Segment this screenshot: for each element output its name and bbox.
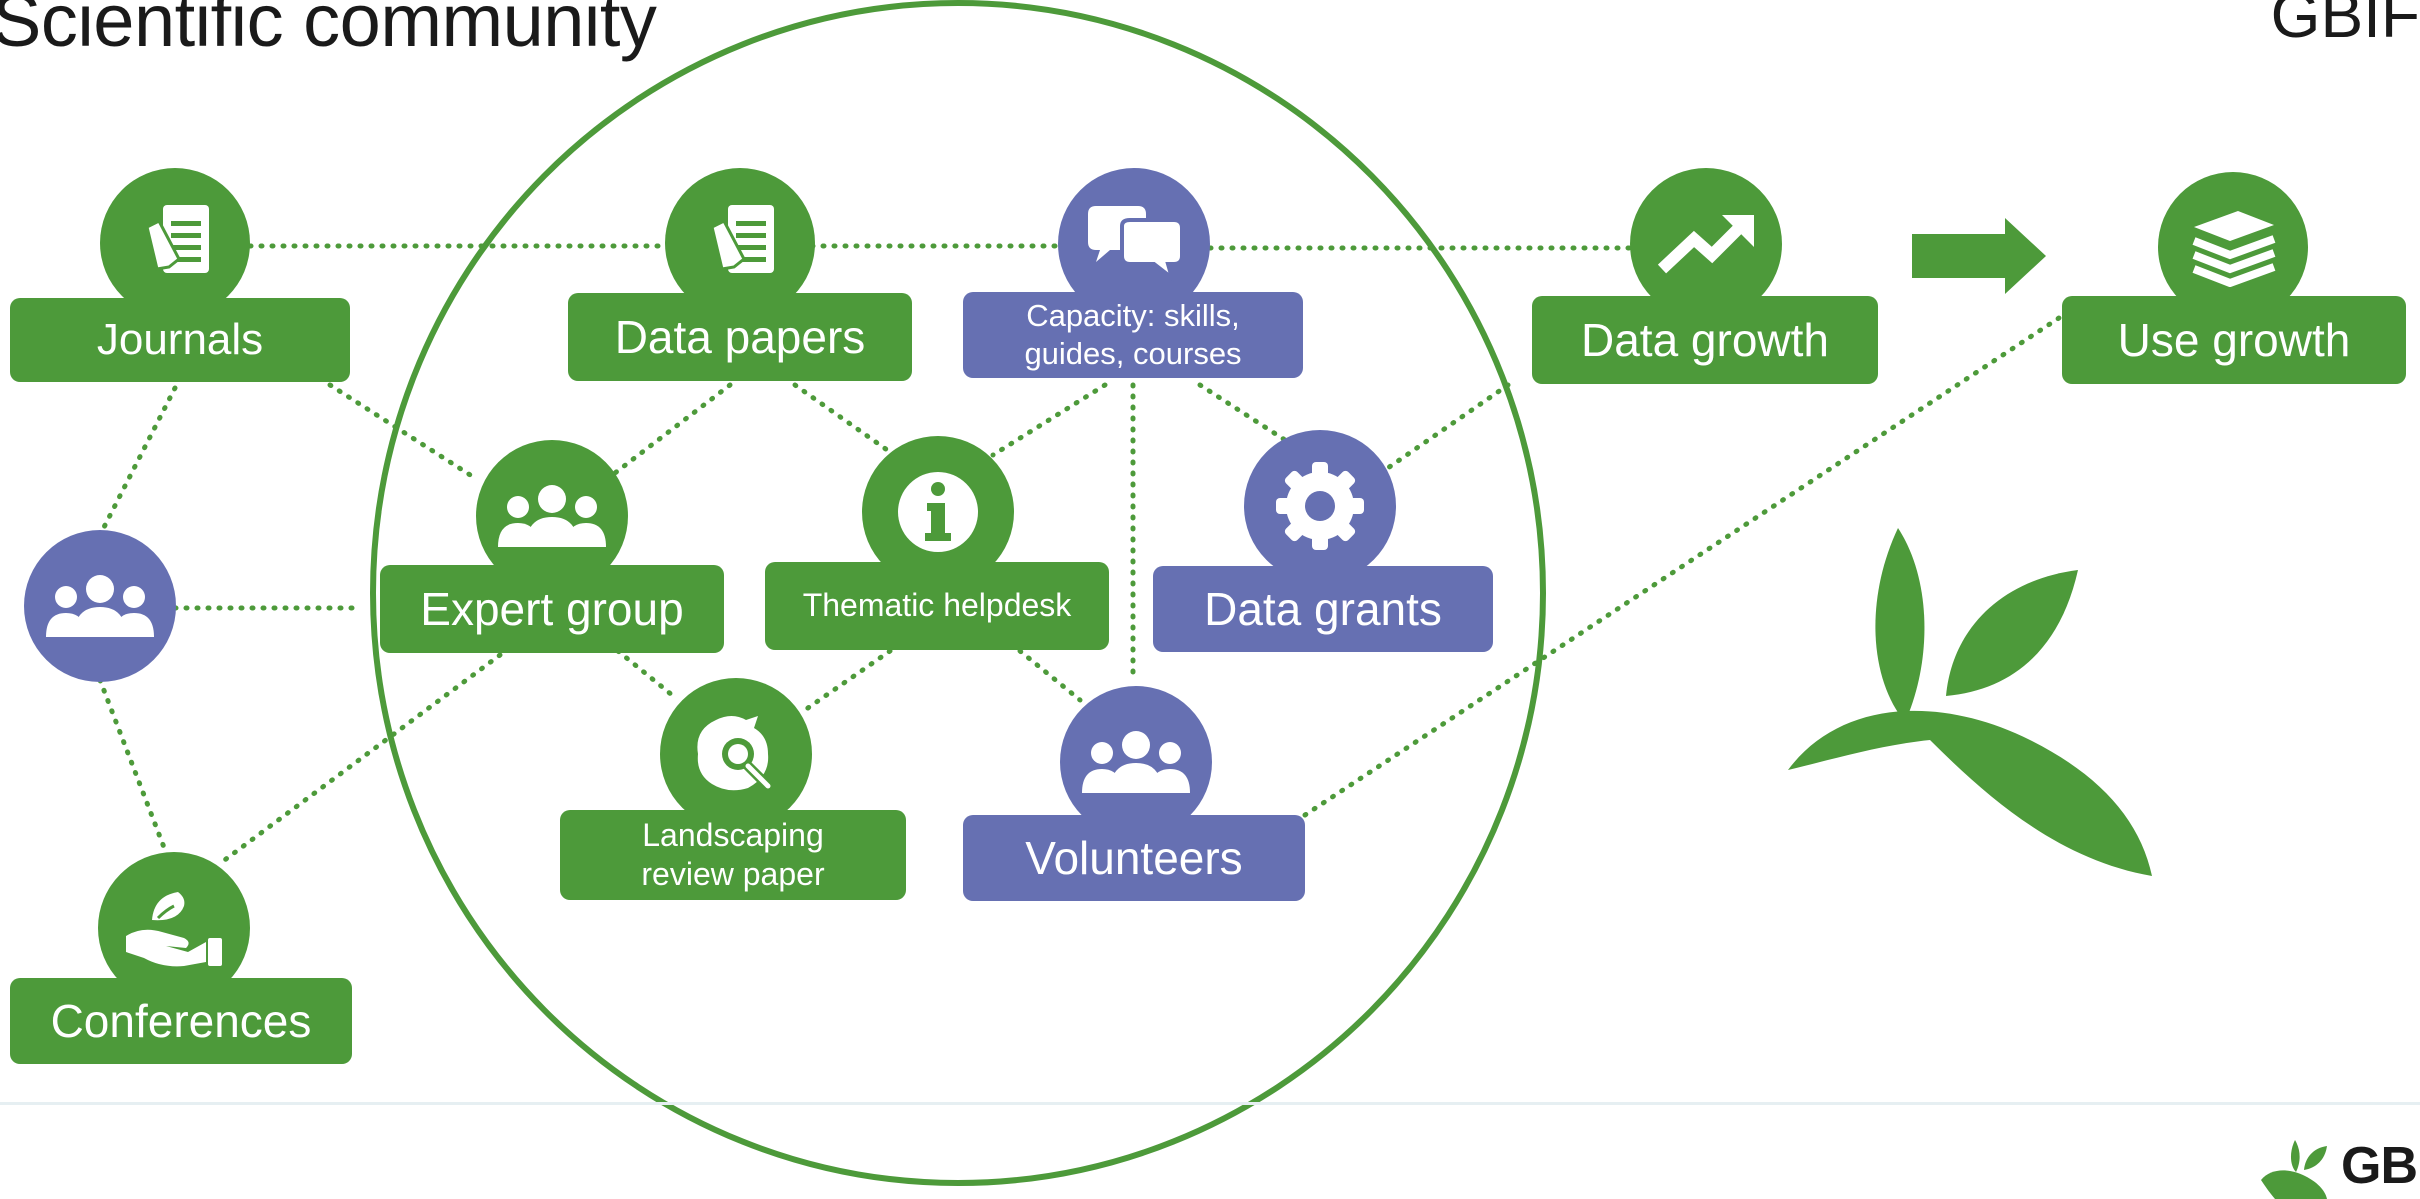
community-node[interactable] [24, 530, 176, 682]
people-group-icon [1080, 727, 1192, 797]
document-pencil-icon [694, 197, 786, 289]
gear-icon [1272, 458, 1368, 554]
gbif-leaf-logo [1788, 528, 2152, 876]
arrow-icon [1912, 218, 2046, 294]
journals-node[interactable] [100, 168, 250, 318]
corner-label: GBIF [2270, 0, 2420, 51]
landscaping-node[interactable] [660, 678, 812, 830]
speech-bubbles-icon [1082, 202, 1186, 286]
people-group-icon [496, 481, 608, 551]
footer-logo-text: GBI [2341, 1137, 2420, 1195]
landscaping-label-line2: review paper [641, 856, 825, 892]
info-icon [893, 467, 983, 557]
landscaping-label: Landscaping review paper [560, 810, 906, 900]
volunteers-node[interactable] [1060, 686, 1212, 838]
expert-group-label: Expert group [380, 565, 724, 653]
use-growth-label: Use growth [2062, 296, 2406, 384]
hand-leaf-icon [122, 886, 226, 970]
data-grants-node[interactable] [1244, 430, 1396, 582]
books-icon [2186, 207, 2280, 287]
leaf-logo-icon [2261, 1140, 2327, 1199]
capacity-label-line1: Capacity: skills, [1026, 298, 1240, 334]
data-papers-label: Data papers [568, 293, 912, 381]
thematic-helpdesk-label: Thematic helpdesk [765, 562, 1109, 650]
dotted-connectors [97, 243, 2065, 865]
capacity-label-line2: guides, courses [1024, 336, 1242, 371]
capacity-label: Capacity: skills, guides, courses [963, 292, 1303, 378]
scope-circle [370, 0, 1546, 1186]
footer-gbif-logo: GBI [2255, 1132, 2420, 1199]
landscaping-label-line1: Landscaping [642, 816, 824, 853]
conferences-label: Conferences [10, 978, 352, 1064]
page-title: Scientific community [0, 0, 657, 62]
document-pencil-icon [129, 197, 221, 289]
data-grants-label: Data grants [1153, 566, 1493, 652]
people-group-icon [44, 571, 156, 641]
volunteers-label: Volunteers [963, 815, 1305, 901]
map-search-icon [688, 706, 784, 802]
data-growth-node[interactable] [1630, 168, 1782, 320]
journals-label: Journals [10, 298, 350, 382]
trend-up-icon [1656, 209, 1756, 279]
footer-divider [0, 1102, 2420, 1105]
data-growth-label: Data growth [1532, 296, 1878, 384]
